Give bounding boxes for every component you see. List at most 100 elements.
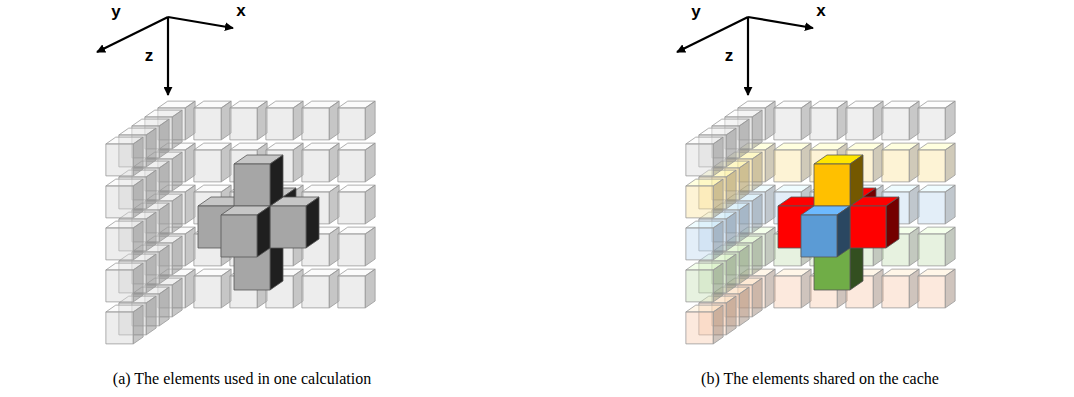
cube-front xyxy=(106,312,133,344)
cube-right xyxy=(713,179,723,218)
cube-front xyxy=(270,206,306,248)
axis-label: y xyxy=(691,3,700,22)
cube-right xyxy=(752,236,762,275)
axis-arrow xyxy=(167,17,169,95)
cube-front xyxy=(918,234,945,266)
cube-right xyxy=(172,194,182,233)
cube-right xyxy=(726,296,736,335)
cube-front xyxy=(918,150,945,182)
cube-right xyxy=(365,101,375,140)
cube-right xyxy=(739,287,749,326)
cube-right xyxy=(172,110,182,149)
cube-front xyxy=(801,215,837,257)
cube-right xyxy=(945,185,955,224)
cube-front xyxy=(686,270,713,302)
cube-front xyxy=(882,108,909,140)
cube-right xyxy=(172,278,182,317)
cube-right xyxy=(133,179,143,218)
cube-right xyxy=(752,278,762,317)
cube-right xyxy=(306,197,319,248)
cube-front xyxy=(918,108,945,140)
cube-right xyxy=(945,101,955,140)
subfigure-caption: (a) The elements used in one calculation xyxy=(113,370,371,388)
cube-right xyxy=(739,245,749,284)
cube-right xyxy=(172,236,182,275)
cube-right xyxy=(945,269,955,308)
cube-right xyxy=(159,245,169,284)
cube-right xyxy=(159,119,169,158)
cube-front xyxy=(106,270,133,302)
subfigure-caption: (b) The elements shared on the cache xyxy=(701,370,939,388)
cube-front xyxy=(774,276,801,308)
cube-right xyxy=(133,221,143,260)
cube-right xyxy=(365,269,375,308)
cube-front xyxy=(302,276,329,308)
cube-front xyxy=(194,276,221,308)
cube-front xyxy=(266,108,293,140)
cube-right xyxy=(945,227,955,266)
cube-front xyxy=(230,108,257,140)
axis-arrow xyxy=(747,17,749,95)
cube-front xyxy=(302,150,329,182)
cube-front xyxy=(810,108,837,140)
cube-front xyxy=(221,215,257,257)
cube-right xyxy=(886,197,899,248)
cube-right xyxy=(713,305,723,344)
cube-front xyxy=(338,108,365,140)
cube-front xyxy=(882,150,909,182)
cube-front xyxy=(918,276,945,308)
cube-right xyxy=(172,152,182,191)
axis-label: z xyxy=(725,47,734,66)
cube-front xyxy=(846,108,873,140)
cube-right xyxy=(133,263,143,302)
cube-right xyxy=(752,110,762,149)
cube-front xyxy=(106,144,133,176)
cube-right xyxy=(837,206,850,257)
cube-right xyxy=(850,155,863,206)
cube-front xyxy=(106,186,133,218)
cube-front xyxy=(338,276,365,308)
cube-right xyxy=(159,203,169,242)
axis-arrow xyxy=(168,17,233,28)
cube-front xyxy=(686,186,713,218)
cube-front xyxy=(194,108,221,140)
axis-label: x xyxy=(816,2,825,21)
cube-front xyxy=(918,192,945,224)
axis-arrow xyxy=(748,17,813,28)
cube-right xyxy=(133,305,143,344)
cube-front xyxy=(338,234,365,266)
cube-front xyxy=(194,150,221,182)
cube-right xyxy=(726,212,736,251)
cube-right xyxy=(752,194,762,233)
cube-right xyxy=(270,155,283,206)
cube-front xyxy=(774,108,801,140)
cube-right xyxy=(257,206,270,257)
cube-right xyxy=(133,137,143,176)
cube-front xyxy=(302,108,329,140)
cube-front xyxy=(774,150,801,182)
cube-right xyxy=(365,227,375,266)
cube-right xyxy=(146,212,156,251)
cube-right xyxy=(146,296,156,335)
cube-right xyxy=(146,254,156,293)
cube-front xyxy=(850,206,886,248)
cube-right xyxy=(739,161,749,200)
cube-right xyxy=(713,263,723,302)
axis-label: y xyxy=(111,3,120,22)
cube-right xyxy=(365,185,375,224)
cube-right xyxy=(726,170,736,209)
cube-front xyxy=(686,144,713,176)
cube-front xyxy=(338,150,365,182)
cube-front xyxy=(234,164,270,206)
cube-right xyxy=(739,119,749,158)
cube-right xyxy=(752,152,762,191)
cube-front xyxy=(686,228,713,260)
cube-right xyxy=(945,143,955,182)
cube-front xyxy=(882,276,909,308)
cube-right xyxy=(159,287,169,326)
axis-label: z xyxy=(145,47,154,66)
cube-right xyxy=(713,221,723,260)
axis-label: x xyxy=(236,2,245,21)
